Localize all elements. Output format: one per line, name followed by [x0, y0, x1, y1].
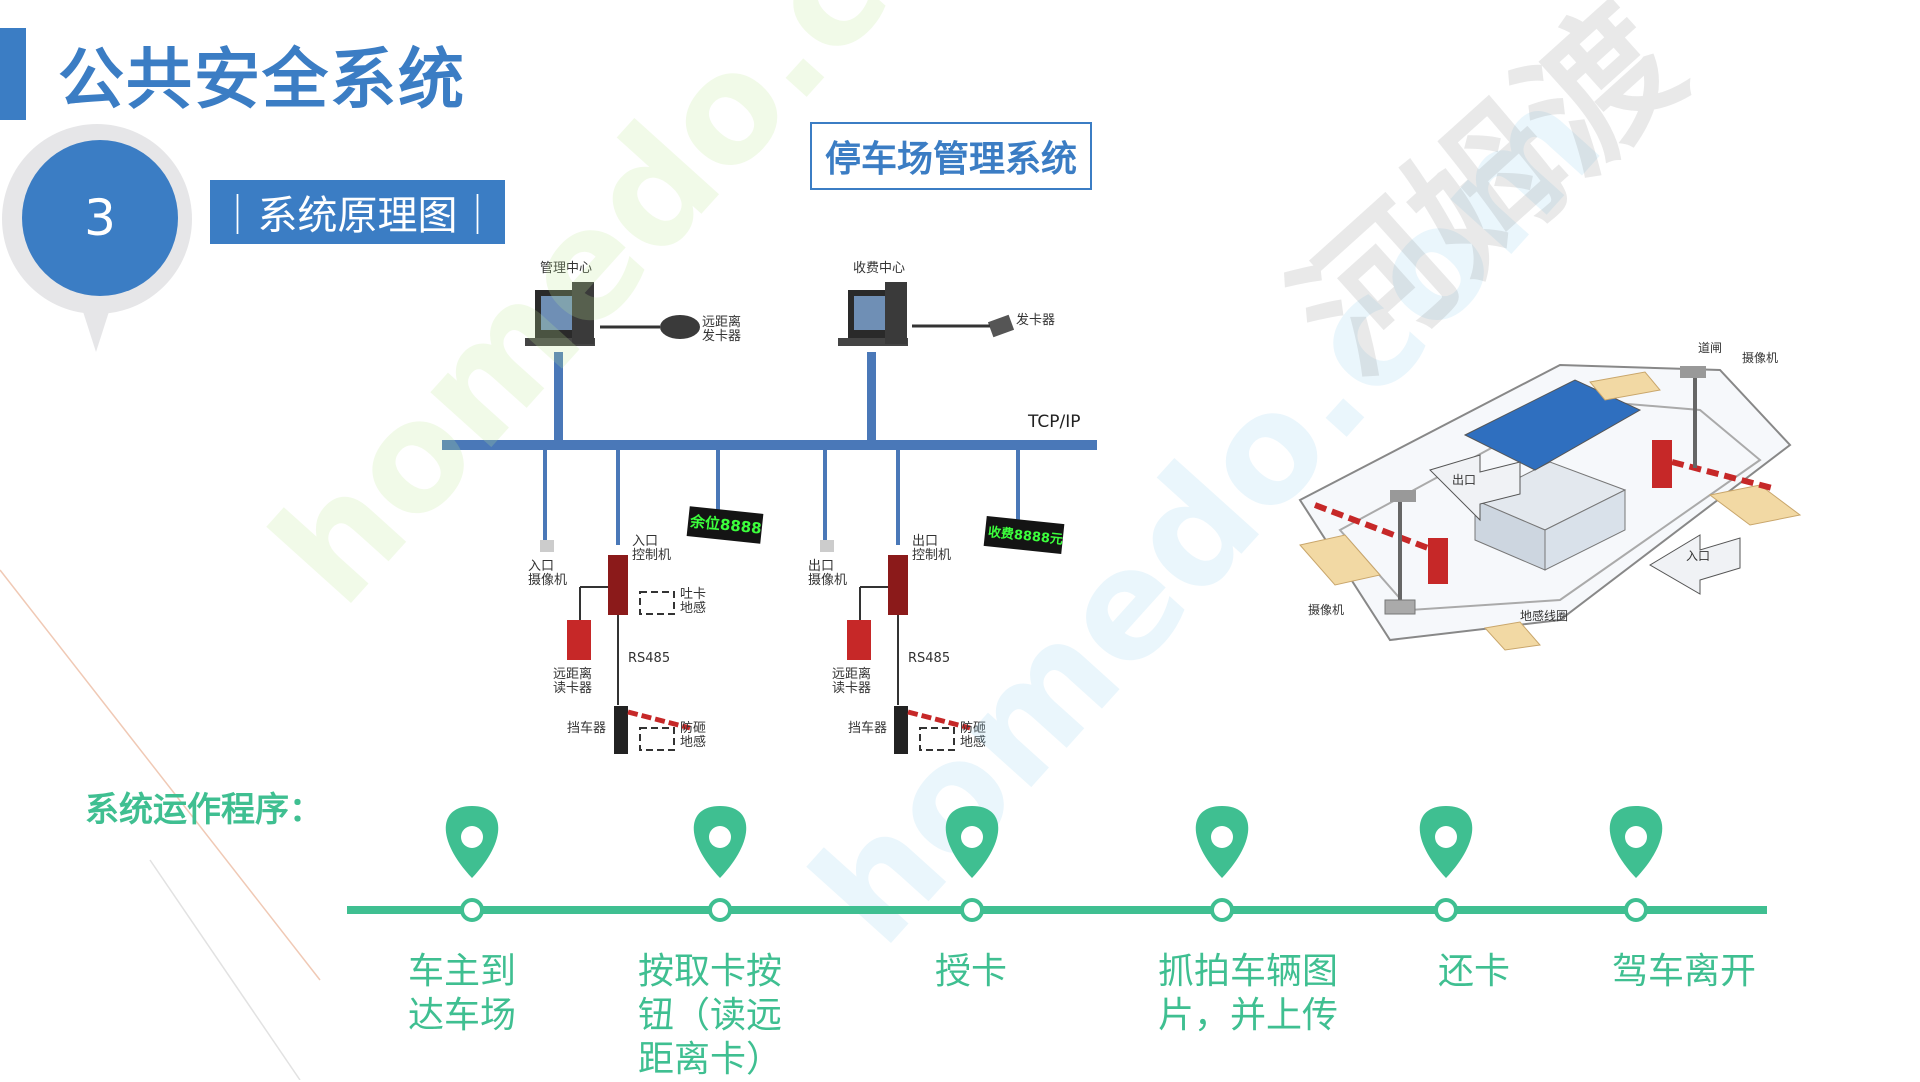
fee-center-pc-icon [838, 282, 908, 346]
page-title: 公共安全系统 [58, 41, 466, 118]
scene-ground-loop-label: 地感线圈 [1520, 609, 1569, 623]
card-issuer-icon [987, 314, 1015, 338]
vacancy-display-panel [686, 506, 764, 544]
management-pc-icon [525, 282, 595, 346]
exit-camera-icon [820, 540, 834, 552]
title-accent-bar [0, 28, 26, 120]
card-loop-label: 吐卡地感 [680, 587, 707, 616]
step-4-node [1210, 898, 1234, 922]
fee-display-panel [983, 516, 1065, 554]
rs485-right-label: RS485 [908, 651, 951, 666]
step-3-pin-icon [945, 806, 999, 922]
step-1-node [460, 898, 484, 922]
step-6-pin-icon [1609, 806, 1663, 922]
anti-smash-left-label: 防砸地感 [680, 721, 707, 750]
scene-camera-top-label: 摄像机 [1742, 351, 1779, 365]
section-badge-pointer [78, 296, 114, 352]
step-2-node [708, 898, 732, 922]
tcpip-bus [442, 440, 1097, 450]
remote-issuer-icon [660, 315, 700, 339]
card-issuer-label: 发卡器 [1016, 313, 1056, 328]
anti-smash-right [919, 727, 955, 751]
step-5-label: 还卡 [1438, 951, 1511, 992]
fee-center-label: 收费中心 [853, 261, 906, 276]
scene-gate-label: 道闸 [1698, 341, 1723, 355]
step-4-label: 抓拍车辆图片，并上传 [1158, 951, 1339, 1036]
step-5-pin-icon [1419, 806, 1473, 922]
step-5-node [1434, 898, 1458, 922]
decor-lines [0, 569, 321, 1080]
process-heading: 系统运作程序： [85, 790, 323, 830]
remote-reader-left-icon [567, 620, 591, 660]
entry-camera-label: 入口摄像机 [528, 559, 568, 588]
barrier-left-icon [614, 706, 628, 754]
remote-reader-right-label: 远距离读卡器 [832, 667, 872, 696]
anti-smash-left [639, 727, 675, 751]
entry-controller-label: 入口控制机 [632, 534, 672, 563]
exit-camera-label: 出口摄像机 [808, 559, 848, 588]
section-number: 3 [22, 140, 178, 296]
barrier-left-label: 挡车器 [567, 721, 607, 736]
step-2-pin-icon [693, 806, 747, 922]
parking-scene-illustration [1298, 363, 1802, 651]
barrier-right-icon [894, 706, 908, 754]
step-6-label: 驾车离开 [1612, 951, 1757, 992]
step-1-pin-icon [445, 806, 499, 922]
remote-issuer-label: 远距离发卡器 [702, 315, 742, 344]
step-3-node [960, 898, 984, 922]
exit-controller-icon [888, 555, 908, 615]
scene-entry-label: 入口 [1686, 549, 1711, 563]
section-tag: ｜系统原理图｜ [210, 180, 505, 244]
card-loop-left [639, 591, 675, 615]
step-2-label: 按取卡按钮（读远距离卡） [638, 951, 783, 1080]
barrier-right-label: 挡车器 [848, 721, 888, 736]
diagram-title: 停车场管理系统 [810, 122, 1092, 190]
management-center-label: 管理中心 [540, 261, 593, 276]
step-3-label: 授卡 [935, 951, 1008, 992]
step-1-label: 车主到达车场 [408, 951, 517, 1036]
timeline-track [347, 906, 1767, 914]
entry-camera-icon [540, 540, 554, 552]
rs485-left-label: RS485 [628, 651, 671, 666]
tcpip-label: TCP/IP [1028, 412, 1081, 432]
remote-reader-right-icon [847, 620, 871, 660]
step-6-node [1624, 898, 1648, 922]
step-4-pin-icon [1195, 806, 1249, 922]
scene-exit-label: 出口 [1452, 473, 1477, 487]
remote-reader-left-label: 远距离读卡器 [553, 667, 593, 696]
scene-camera-left-label: 摄像机 [1308, 603, 1345, 617]
entry-controller-icon [608, 555, 628, 615]
exit-controller-label: 出口控制机 [912, 534, 952, 563]
anti-smash-right-label: 防砸地感 [960, 721, 987, 750]
